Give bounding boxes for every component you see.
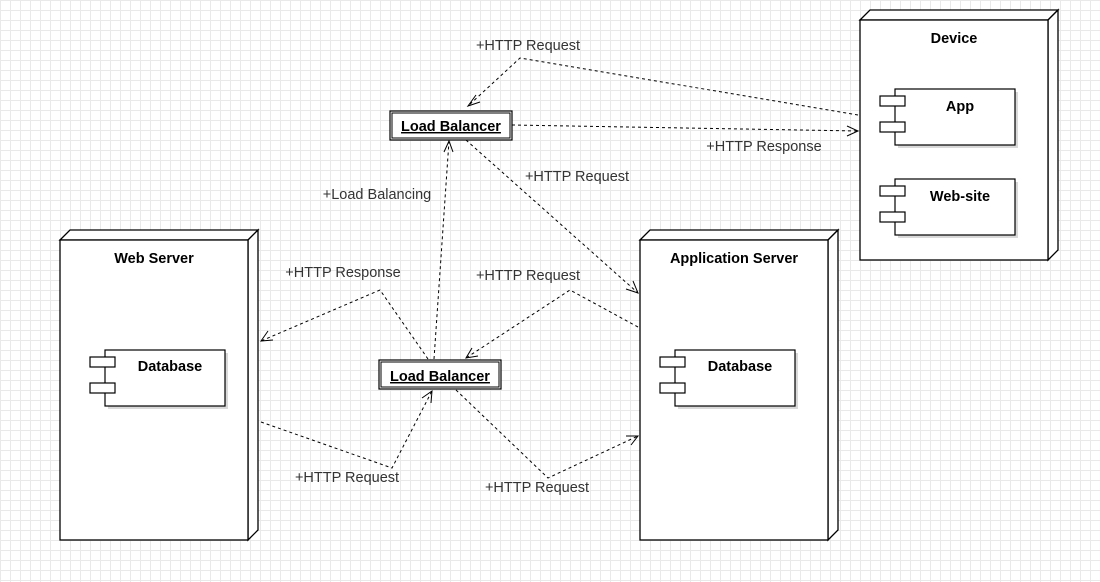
web-server-node[interactable]: Web Server Database [58, 228, 260, 542]
edge-device-to-top-lb [466, 57, 859, 116]
edge-app-server-to-bottom-lb [465, 289, 639, 359]
edge-label-device-to-top-lb: +HTTP Request [476, 38, 580, 54]
edge-label-top-lb-to-app-server: +HTTP Request [525, 169, 629, 185]
component-app-database[interactable]: Database [659, 349, 798, 409]
edge-bottom-lb-to-top-lb [433, 139, 454, 360]
component-web-site[interactable]: Web-site [879, 178, 1018, 238]
load-balancer-bottom-label: Load Balancer [390, 369, 490, 385]
load-balancer-top[interactable]: Load Balancer [389, 110, 513, 141]
edge-bottom-lb-to-web-server [259, 289, 429, 360]
edge-label-bottom-lb-to-web-server: +HTTP Response [285, 265, 400, 281]
device-title: Device [931, 31, 978, 47]
load-balancer-bottom[interactable]: Load Balancer [378, 359, 502, 390]
component-app[interactable]: App [879, 88, 1018, 148]
edge-label-web-server-to-bottom-lb: +HTTP Request [295, 470, 399, 486]
edge-label-load-balancing: +Load Balancing [323, 187, 431, 203]
component-web-database-label: Database [138, 359, 202, 375]
component-app-label: App [946, 99, 974, 115]
component-web-database[interactable]: Database [89, 349, 228, 409]
edge-label-app-server-to-bottom-lb: +HTTP Request [476, 268, 580, 284]
component-web-site-label: Web-site [930, 189, 990, 205]
component-app-database-label: Database [708, 359, 772, 375]
edge-bottom-lb-to-app-server [455, 389, 640, 479]
edge-top-lb-to-app-server [465, 139, 639, 294]
device-node[interactable]: Device App Web-site [858, 8, 1060, 262]
application-server-title: Application Server [670, 251, 798, 267]
edge-label-bottom-lb-to-app-server: +HTTP Request [485, 480, 589, 496]
edge-top-lb-to-device [511, 124, 860, 137]
load-balancer-top-label: Load Balancer [401, 119, 501, 135]
edge-web-server-to-bottom-lb [260, 389, 433, 469]
web-server-title: Web Server [114, 251, 194, 267]
edge-label-top-lb-to-device: +HTTP Response [706, 139, 821, 155]
application-server-node[interactable]: Application Server Database [638, 228, 840, 542]
